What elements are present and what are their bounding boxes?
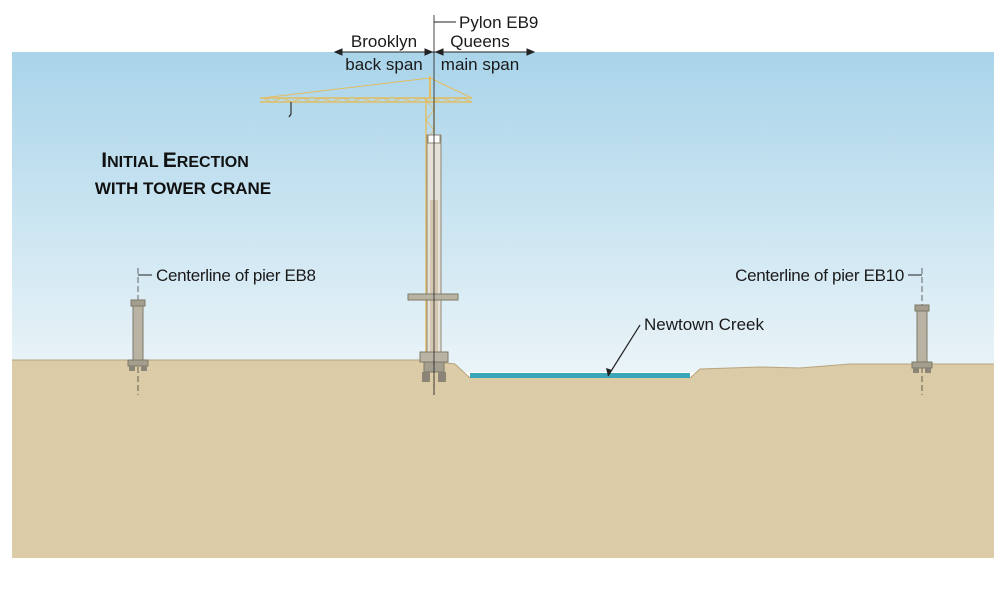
sky-background <box>12 52 994 372</box>
brooklyn-label: Brooklyn <box>351 32 417 51</box>
newtown-creek-water <box>470 373 690 378</box>
back-span-label: back span <box>345 55 423 74</box>
pier-eb10-label: Centerline of pier EB10 <box>735 266 904 285</box>
pier-eb8 <box>127 268 149 395</box>
newtown-creek-label: Newtown Creek <box>644 315 764 334</box>
span-dimension-arrows <box>333 48 536 56</box>
creek-leader-arrow <box>606 368 612 376</box>
crane-hook <box>288 113 292 118</box>
diagram-title-line-2: WITH TOWER CRANE <box>95 179 271 198</box>
creek-leader-line <box>607 324 641 377</box>
diagram-title-line-1: INITIAL ERECTION <box>101 149 249 172</box>
pier-eb10 <box>911 268 933 395</box>
queens-label: Queens <box>450 32 510 51</box>
pier-eb8-label: Centerline of pier EB8 <box>156 266 316 285</box>
main-span-label: main span <box>441 55 519 74</box>
ground <box>12 360 994 558</box>
pylon-eb9-label: Pylon EB9 <box>459 13 538 32</box>
